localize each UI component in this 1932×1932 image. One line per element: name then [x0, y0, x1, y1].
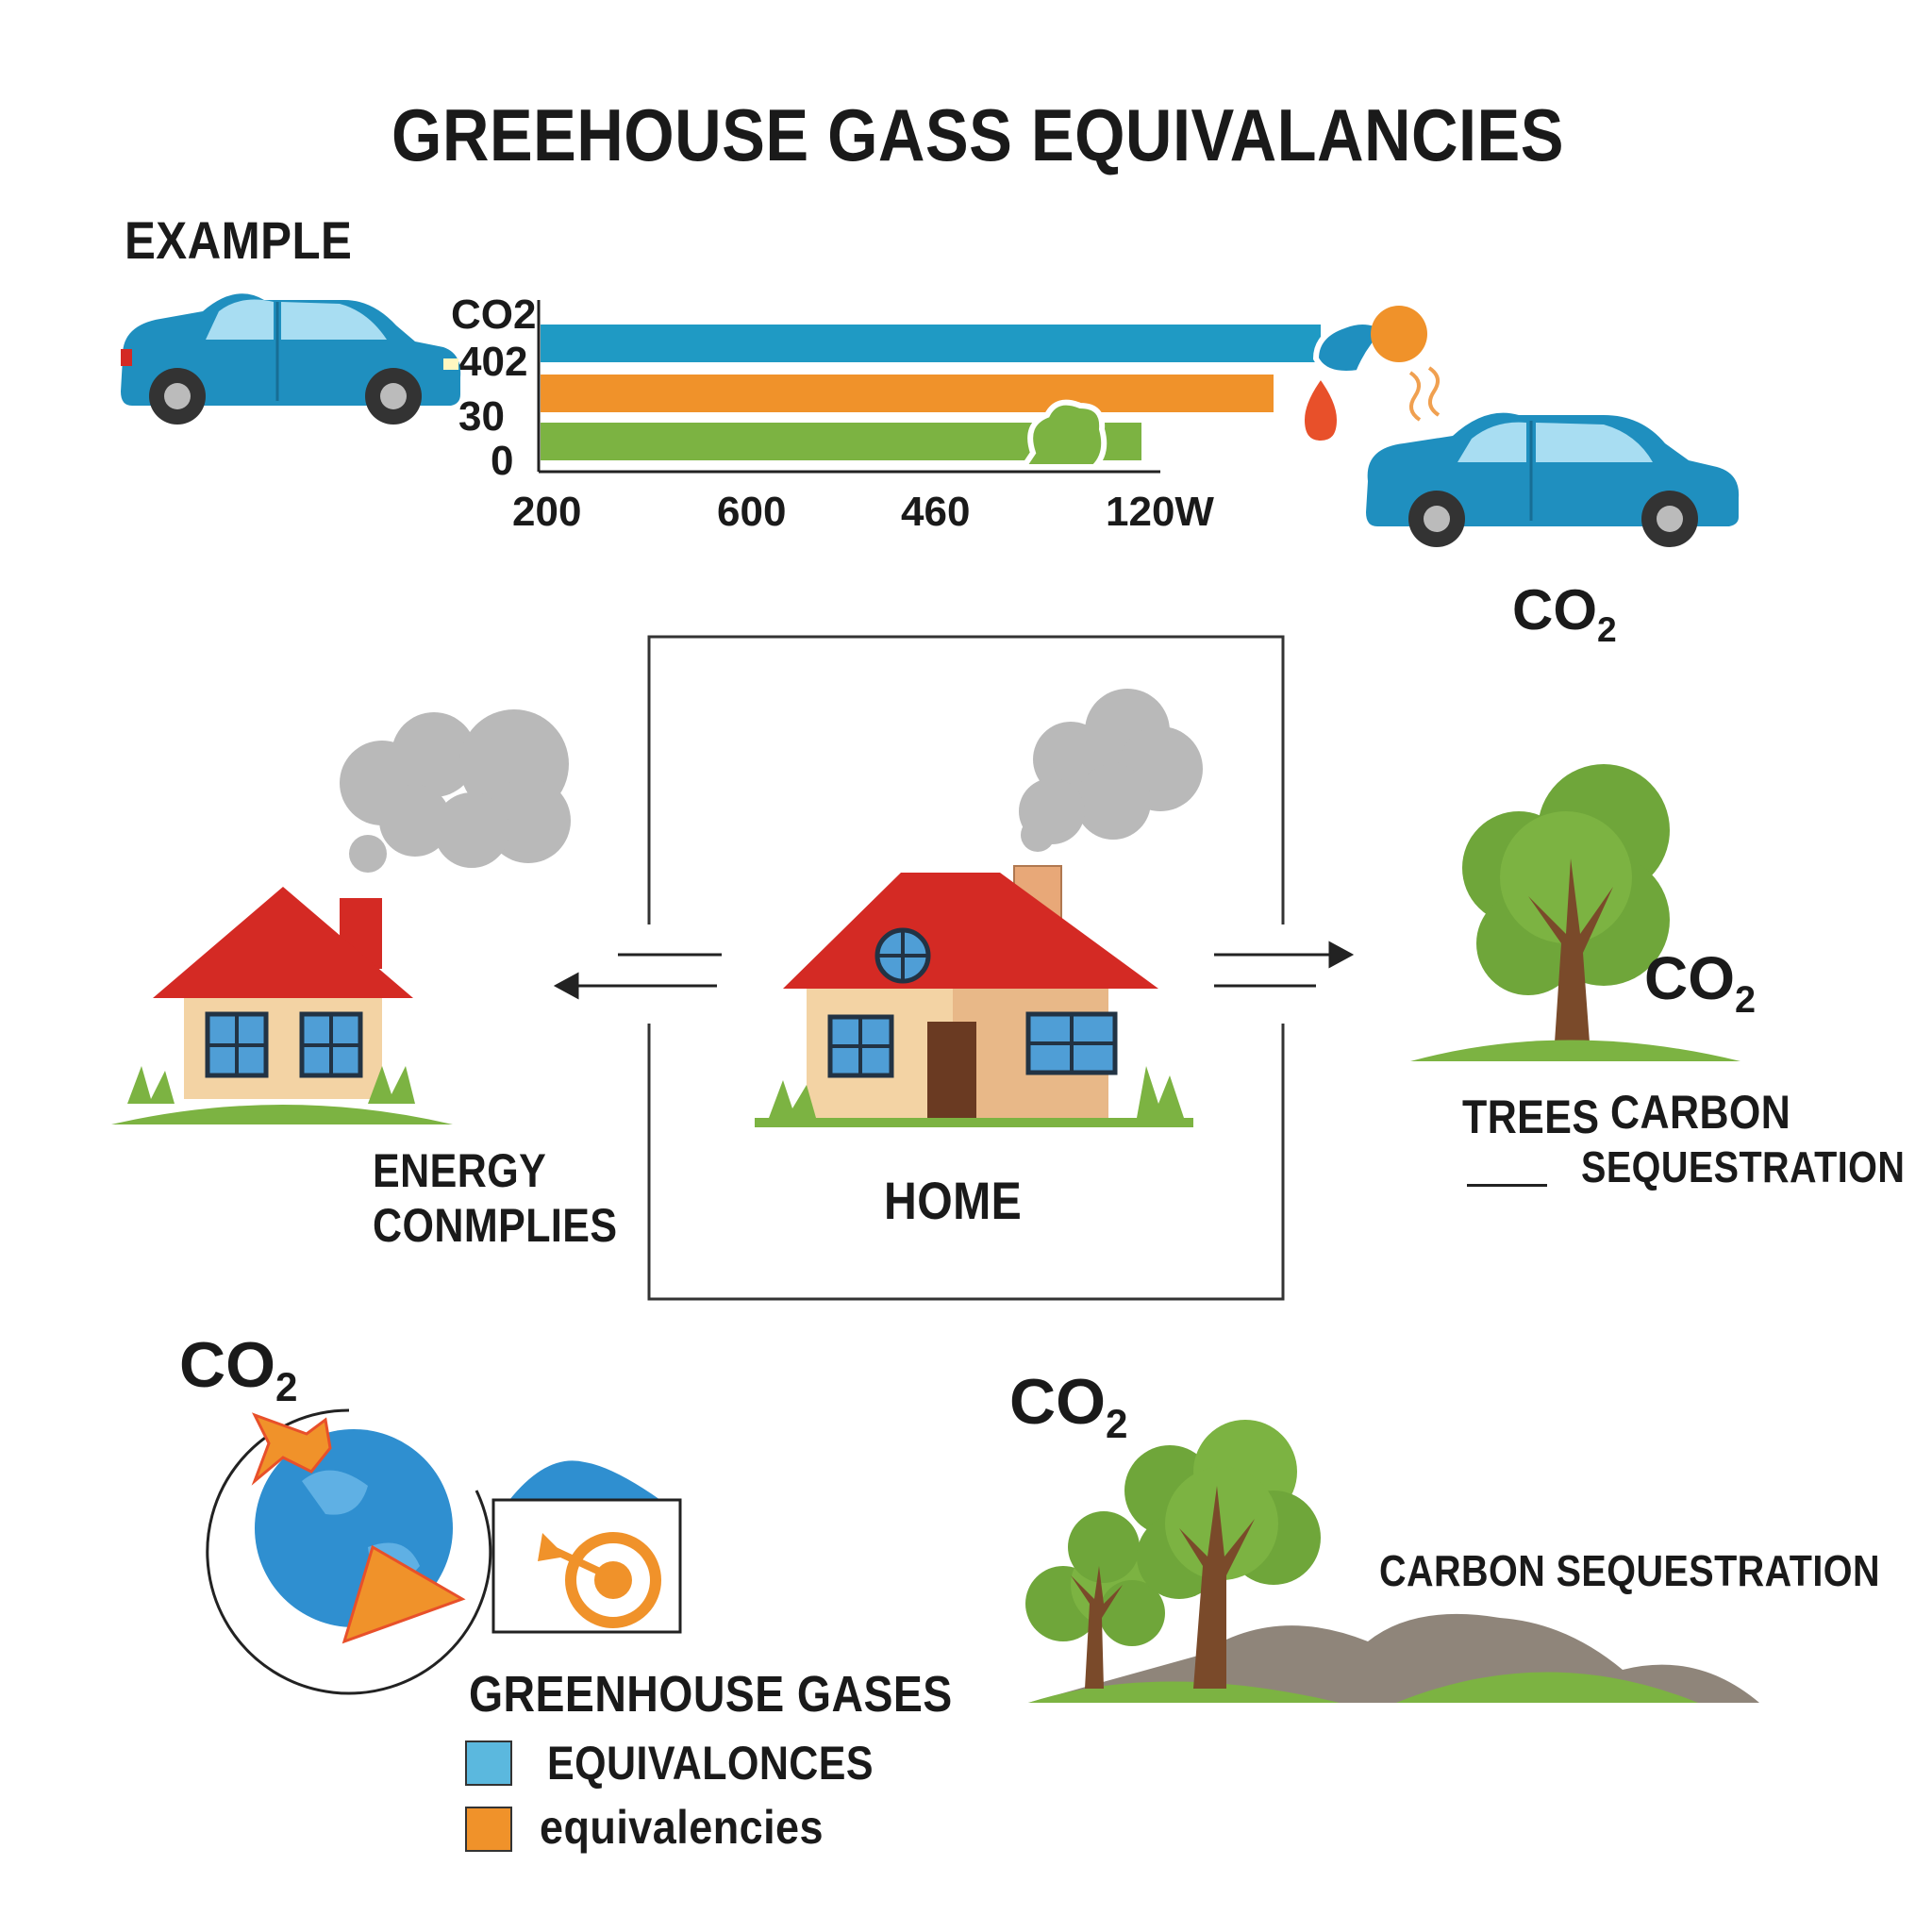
house-icon — [755, 689, 1203, 1127]
chart-bar — [541, 375, 1274, 412]
legend-label: EQUIVALONCES — [547, 1737, 874, 1790]
tree-icon — [1410, 764, 1740, 1061]
page-title: GREEHOUSE GASS EQUIVALANCIES — [391, 93, 1564, 176]
house-icon — [111, 709, 571, 1124]
divider — [1467, 1184, 1547, 1187]
smoke-cloud-icon — [1019, 689, 1203, 852]
car-icon — [121, 293, 461, 425]
trees-label: TREES — [1462, 1091, 1600, 1143]
co2-label: CO2 — [1512, 578, 1617, 650]
emission-drops-icon — [1018, 306, 1441, 470]
home-label: HOME — [884, 1171, 1023, 1230]
globe-icon — [206, 1408, 682, 1695]
home-frame — [647, 635, 1285, 1301]
x-tick-label: 600 — [717, 489, 786, 535]
chart-bar — [541, 325, 1321, 362]
chart-bars — [541, 325, 1321, 460]
legend-title: GREENHOUSE GASES — [469, 1666, 953, 1723]
tree-icon — [1025, 1420, 1759, 1703]
co2-label: CO2 — [1644, 944, 1757, 1021]
legend-swatch — [465, 1807, 512, 1852]
energy-label-line2: CONMPLIES — [373, 1199, 618, 1252]
y-tick-label: 0 — [491, 438, 513, 484]
y-tick-label: 402 — [458, 339, 527, 385]
legend-label: equivalencies — [540, 1801, 824, 1854]
arrow-icon — [553, 941, 1355, 1000]
carbon-label: CARBON — [1610, 1086, 1791, 1139]
legend-swatch — [465, 1740, 512, 1786]
car-icon — [1366, 412, 1740, 547]
x-tick-label: 460 — [901, 489, 970, 535]
example-label: EXAMPLE — [125, 210, 353, 270]
sequestration-label: SEQUESTRATION — [1581, 1142, 1906, 1191]
co2-label: CO2 — [179, 1329, 298, 1409]
forest-label: CARBON SEQUESTRATION — [1379, 1546, 1880, 1595]
x-tick-label: 200 — [512, 489, 581, 535]
x-tick-label: 120W — [1106, 489, 1214, 535]
y-tick-label: CO2 — [451, 291, 536, 338]
co2-label: CO2 — [1009, 1366, 1128, 1446]
smoke-cloud-icon — [340, 709, 571, 873]
y-tick-label: 30 — [458, 393, 505, 440]
target-icon — [538, 1532, 661, 1628]
energy-label-line1: ENERGY — [373, 1144, 547, 1197]
